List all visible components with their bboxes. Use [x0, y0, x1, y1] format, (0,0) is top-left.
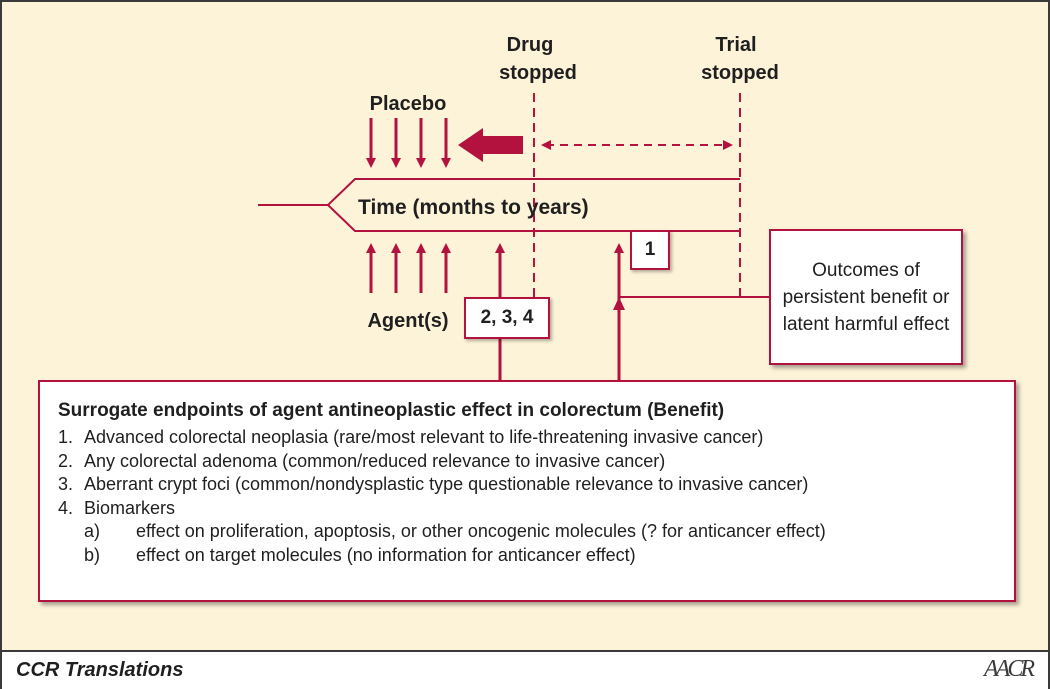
- endpoint-item: 3. Aberrant crypt foci (common/nondyspla…: [58, 473, 996, 497]
- placebo-arrows: [366, 118, 451, 168]
- agents-label: Agent(s): [367, 310, 448, 332]
- endpoint-item: 1. Advanced colorectal neoplasia (rare/m…: [58, 426, 996, 450]
- biomarker-item: b) effect on target molecules (no inform…: [58, 544, 996, 568]
- endpoint-number: 3.: [58, 474, 74, 494]
- endpoint-number: 2.: [58, 450, 74, 471]
- endpoint-text: Biomarkers: [84, 497, 176, 518]
- trial-stopped-label-line2: stopped: [701, 62, 779, 84]
- endpoint-1-box: 1: [630, 230, 670, 270]
- outcomes-arrowhead: [613, 297, 625, 310]
- biomarker-item: a) effect on proliferation, apoptosis, o…: [58, 520, 996, 544]
- outcomes-box: Outcomes of persistent benefit or latent…: [769, 229, 963, 365]
- endpoint-number: 4.: [58, 497, 74, 518]
- placebo-label: Placebo: [370, 93, 447, 115]
- biomarker-key: b): [84, 544, 101, 565]
- endpoint-number: 1.: [58, 427, 74, 447]
- surrogate-endpoints-box: Surrogate endpoints of agent antineoplas…: [38, 380, 1016, 602]
- placebo-thick-arrow: [458, 128, 523, 162]
- drug-stopped-label-line1: Drug: [507, 34, 554, 56]
- trial-timeline-diagram: Placebo Drug stopped Trial stopped Time …: [258, 34, 779, 381]
- timeline-band: [258, 178, 740, 232]
- biomarker-key: a): [84, 521, 101, 541]
- footer: CCR Translations AACR: [2, 650, 1048, 689]
- outcomes-text: Outcomes of persistent benefit or latent…: [781, 257, 951, 338]
- trial-stopped-label-line1: Trial: [715, 34, 756, 56]
- endpoint-234-box: 2, 3, 4: [464, 297, 550, 339]
- endpoint-text: Advanced colorectal neoplasia (rare/most…: [84, 427, 764, 447]
- endpoint-text: Any colorectal adenoma (common/reduced r…: [84, 450, 666, 471]
- biomarker-text: effect on proliferation, apoptosis, or o…: [136, 521, 826, 541]
- timeline-label: Time (months to years): [358, 196, 589, 219]
- endpoint-text: Aberrant crypt foci (common/nondysplasti…: [84, 474, 809, 494]
- agent-arrows: [366, 243, 451, 293]
- footer-title: CCR Translations: [16, 659, 184, 681]
- outcomes-label: Outcomes of persistent benefit or latent…: [782, 259, 950, 335]
- drug-stopped-label-line2: stopped: [499, 62, 577, 84]
- endpoint-item: 4. Biomarkers: [58, 497, 996, 521]
- biomarker-text: effect on target molecules (no informati…: [136, 544, 636, 565]
- aacr-logo: AACR: [984, 656, 1035, 682]
- benefit-title: Surrogate endpoints of agent antineoplas…: [58, 400, 725, 421]
- endpoint-item: 2. Any colorectal adenoma (common/reduce…: [58, 450, 996, 474]
